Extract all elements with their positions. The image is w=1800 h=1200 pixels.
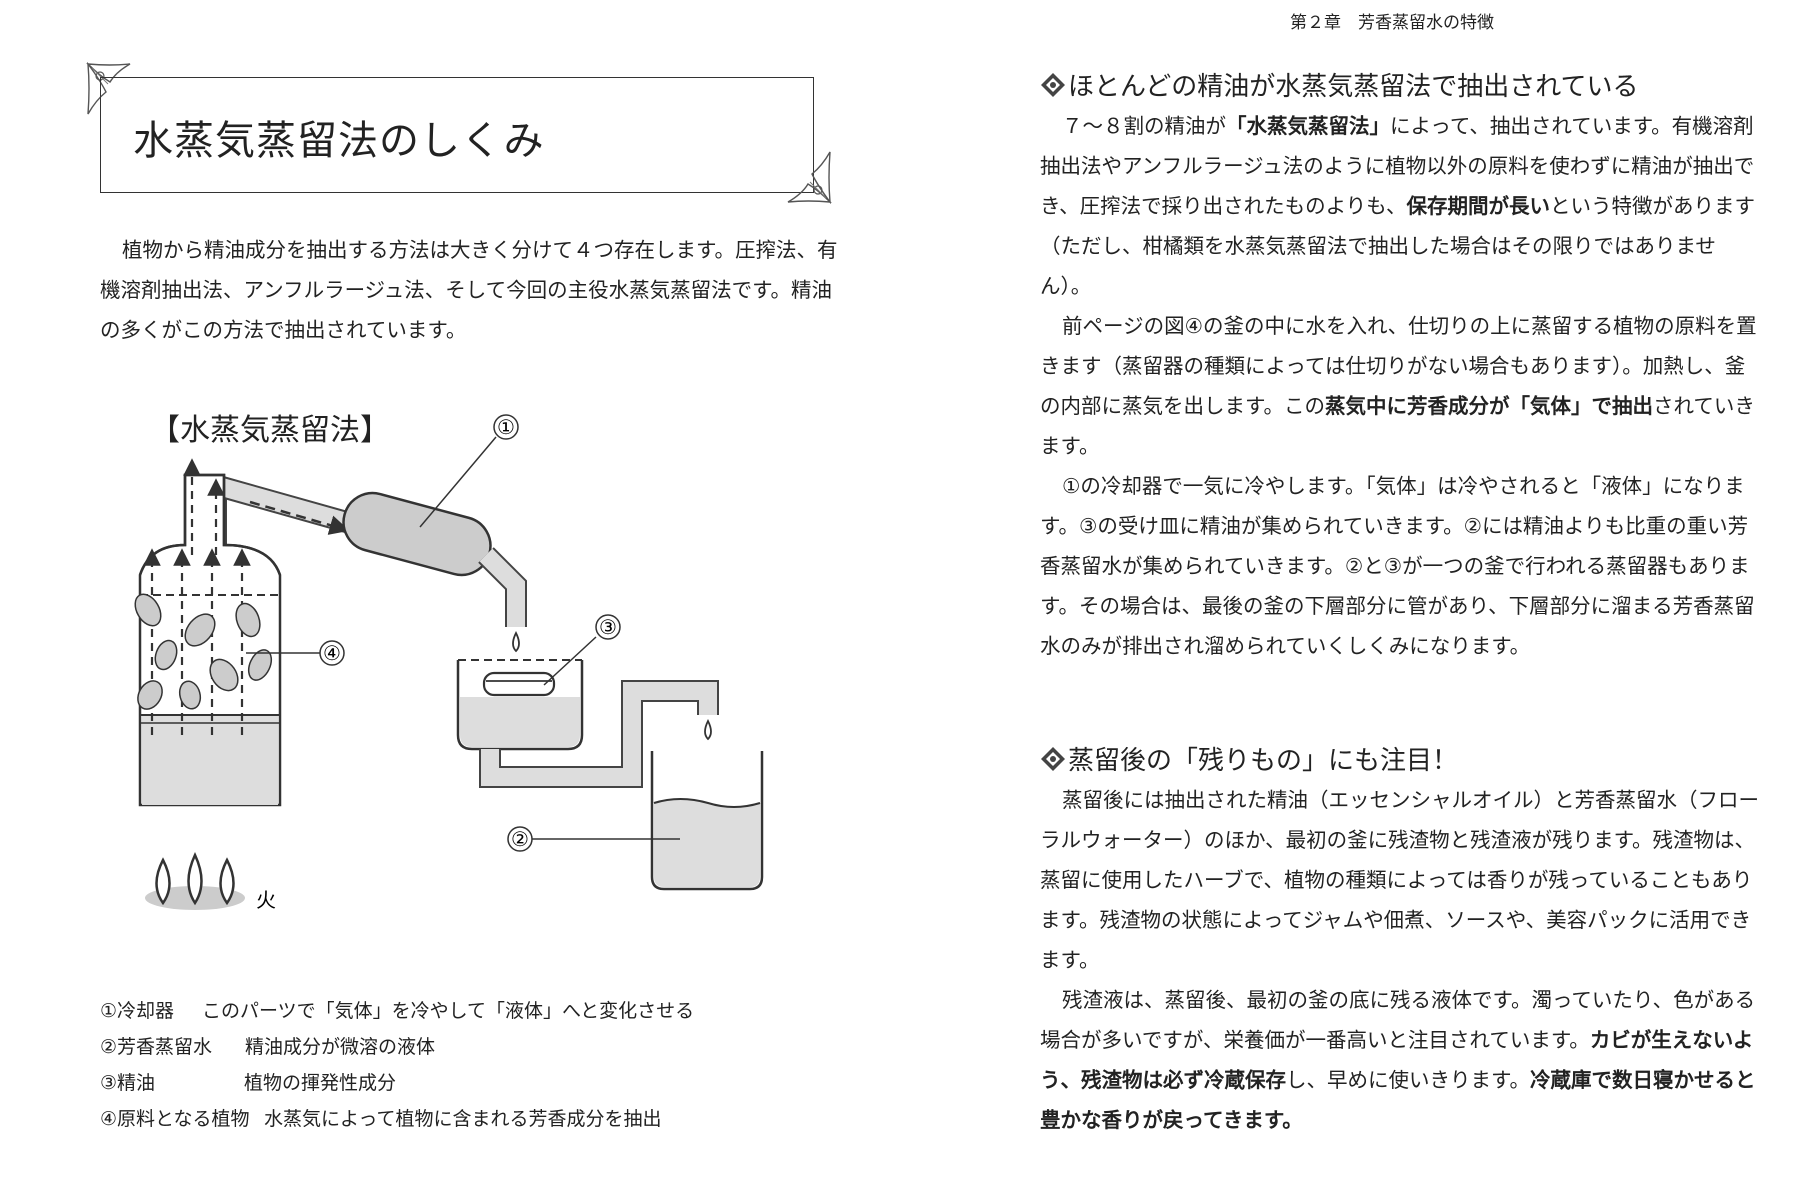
- separator-vessel: [456, 659, 719, 788]
- legend-desc: 水蒸気によって植物に含まれる芳香成分を抽出: [264, 1108, 662, 1130]
- figure-title: 【水蒸気蒸留法】: [150, 413, 390, 448]
- legend-row: ③精油 植物の揮発性成分: [100, 1065, 694, 1101]
- section-heading-1: ほとんどの精油が水蒸気蒸留法で抽出されている: [1040, 66, 1638, 103]
- diamond-ornament-icon: [1041, 73, 1065, 97]
- emphasis: 保存期間が長い: [1406, 194, 1551, 218]
- fire-label: 火: [256, 888, 276, 912]
- section-heading-1-text: ほとんどの精油が水蒸気蒸留法で抽出されている: [1068, 72, 1639, 102]
- condenser: [342, 491, 527, 627]
- legend-row: ④原料となる植物水蒸気によって植物に含まれる芳香成分を抽出: [100, 1101, 694, 1137]
- legend-term: ①冷却器: [100, 1000, 175, 1022]
- intro-text: 植物から精油成分を抽出する方法は大きく分けて４つ存在します。圧搾法、有機溶剤抽出…: [100, 230, 840, 350]
- legend-desc: このパーツで「気体」を冷やして「液体」へと変化させる: [202, 1000, 695, 1022]
- legend-term: ③精油: [100, 1072, 156, 1094]
- emphasis: 蒸気中に芳香成分が「気体」で抽出: [1324, 394, 1653, 418]
- distillation-figure: 【水蒸気蒸留法】 ①: [120, 405, 820, 945]
- receiver-vessel: [650, 751, 764, 891]
- legend-desc: 精油成分が微溶の液体: [245, 1036, 436, 1058]
- distillation-diagram: ①: [134, 414, 764, 912]
- figure-legend: ①冷却器 このパーツで「気体」を冷やして「液体」へと変化させる ②芳香蒸留水 精油成…: [100, 993, 694, 1137]
- label-2: ②: [511, 827, 529, 851]
- legend-term: ④原料となる植物: [100, 1108, 250, 1130]
- legend-term: ②芳香蒸留水: [100, 1036, 213, 1058]
- label-3: ③: [599, 615, 617, 639]
- page-title: 水蒸気蒸留法のしくみ: [133, 118, 545, 164]
- running-head: 第２章 芳香蒸留水の特徴: [1290, 13, 1494, 33]
- section-2-body: 蒸留後には抽出された精油（エッセンシャルオイル）と芳香蒸留水（フローラルウォータ…: [1040, 780, 1760, 1140]
- emphasis: 冷蔵庫で数日寝かせると豊かな香りが戻ってきます。: [1040, 1068, 1756, 1132]
- paragraph: ７～８割の精油が「水蒸気蒸留法」によって、抽出されています。有機溶剤抽出法やアン…: [1040, 114, 1756, 298]
- emphasis: 「水蒸気蒸留法」: [1226, 114, 1390, 138]
- emphasis: カビが生えないよう、残渣物は必ず冷蔵保存: [1040, 1028, 1754, 1092]
- fire-icon: [155, 852, 235, 906]
- paragraph: ①の冷却器で一気に冷やします。「気体」は冷やされると「液体」になります。③の受け…: [1040, 474, 1755, 658]
- label-1: ①: [497, 415, 515, 439]
- corner-ornament-bottom-right-icon: [787, 151, 832, 204]
- right-page: 第２章 芳香蒸留水の特徴 ほとんどの精油が水蒸気蒸留法で抽出されている ７～８割…: [900, 0, 1800, 1200]
- section-1-body: ７～８割の精油が「水蒸気蒸留法」によって、抽出されています。有機溶剤抽出法やアン…: [1040, 106, 1760, 666]
- legend-row: ①冷却器 このパーツで「気体」を冷やして「液体」へと変化させる: [100, 993, 694, 1029]
- still-vessel: [138, 473, 282, 807]
- legend-row: ②芳香蒸留水 精油成分が微溶の液体: [100, 1029, 694, 1065]
- label-4: ④: [323, 641, 341, 665]
- paragraph: 残渣液は、蒸留後、最初の釜の底に残る液体です。濁っていたり、色がある場合が多いで…: [1040, 988, 1756, 1132]
- left-page: 水蒸気蒸留法のしくみ 植物から精油成分を抽出する方法は大きく分けて４つ存在します…: [86, 62, 840, 1137]
- section-heading-2-text: 蒸留後の「残りもの」にも注目！: [1068, 746, 1459, 776]
- section-heading-2: 蒸留後の「残りもの」にも注目！: [1040, 740, 1458, 777]
- diamond-ornament-icon: [1041, 747, 1065, 771]
- legend-desc: 植物の揮発性成分: [244, 1072, 397, 1094]
- paragraph: 蒸留後には抽出された精油（エッセンシャルオイル）と芳香蒸留水（フローラルウォータ…: [1040, 788, 1759, 972]
- title-box: 水蒸気蒸留法のしくみ: [100, 77, 814, 193]
- intro-paragraph: 植物から精油成分を抽出する方法は大きく分けて４つ存在します。圧搾法、有機溶剤抽出…: [100, 238, 838, 342]
- plant-leaves-icon: [134, 593, 273, 710]
- paragraph: 前ページの図④の釜の中に水を入れ、仕切りの上に蒸留する植物の原料を置きます（蒸留…: [1040, 314, 1757, 458]
